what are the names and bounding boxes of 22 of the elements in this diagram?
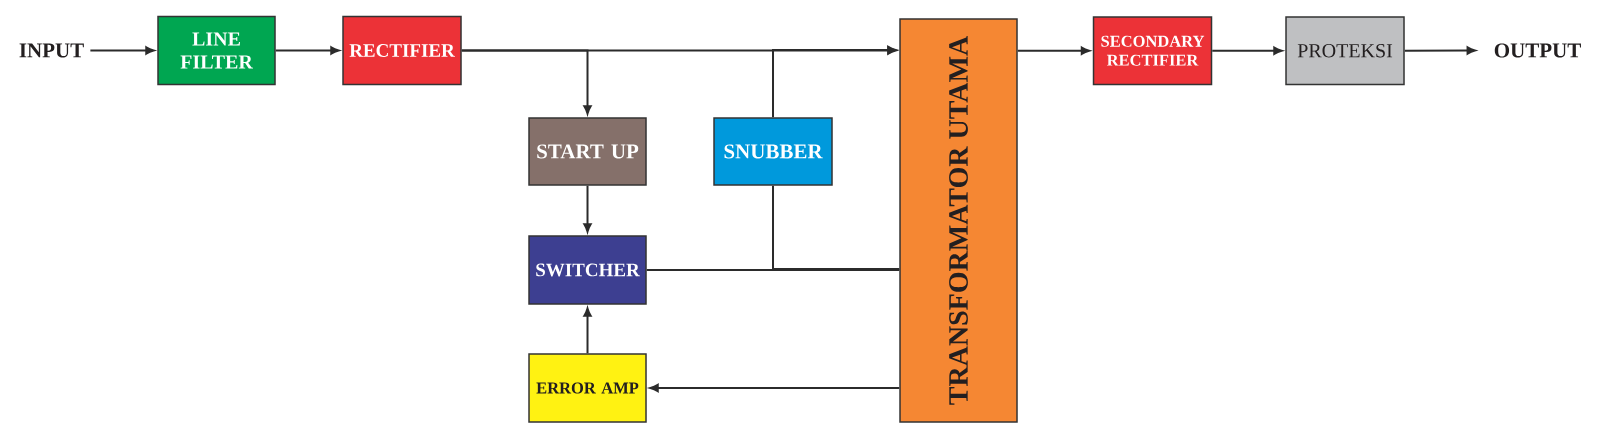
connector-line xyxy=(772,184,901,270)
process-box: SWITCHER xyxy=(528,235,647,305)
terminal-label: OUTPUT xyxy=(1494,43,1581,58)
arrow xyxy=(89,46,155,55)
arrow xyxy=(274,46,340,55)
arrow xyxy=(649,383,901,393)
process-box: TRANSFORMATOR UTAMA xyxy=(899,18,1018,423)
connector-line xyxy=(645,269,901,271)
arrow xyxy=(772,45,897,119)
process-box: PROTEKSI xyxy=(1285,16,1405,86)
arrow xyxy=(460,49,592,115)
arrow xyxy=(1016,46,1091,55)
arrow xyxy=(583,184,592,233)
terminal-label: INPUT xyxy=(19,43,84,58)
process-box: SNUBBER xyxy=(713,117,833,186)
arrow xyxy=(1211,46,1283,55)
process-box: SECONDARY RECTIFIER xyxy=(1092,16,1213,86)
arrow xyxy=(583,307,592,355)
process-box: START UP xyxy=(528,117,647,186)
process-box: LINE FILTER xyxy=(157,15,276,86)
process-box: ERROR AMP xyxy=(528,353,647,423)
process-box: RECTIFIER xyxy=(342,15,462,86)
